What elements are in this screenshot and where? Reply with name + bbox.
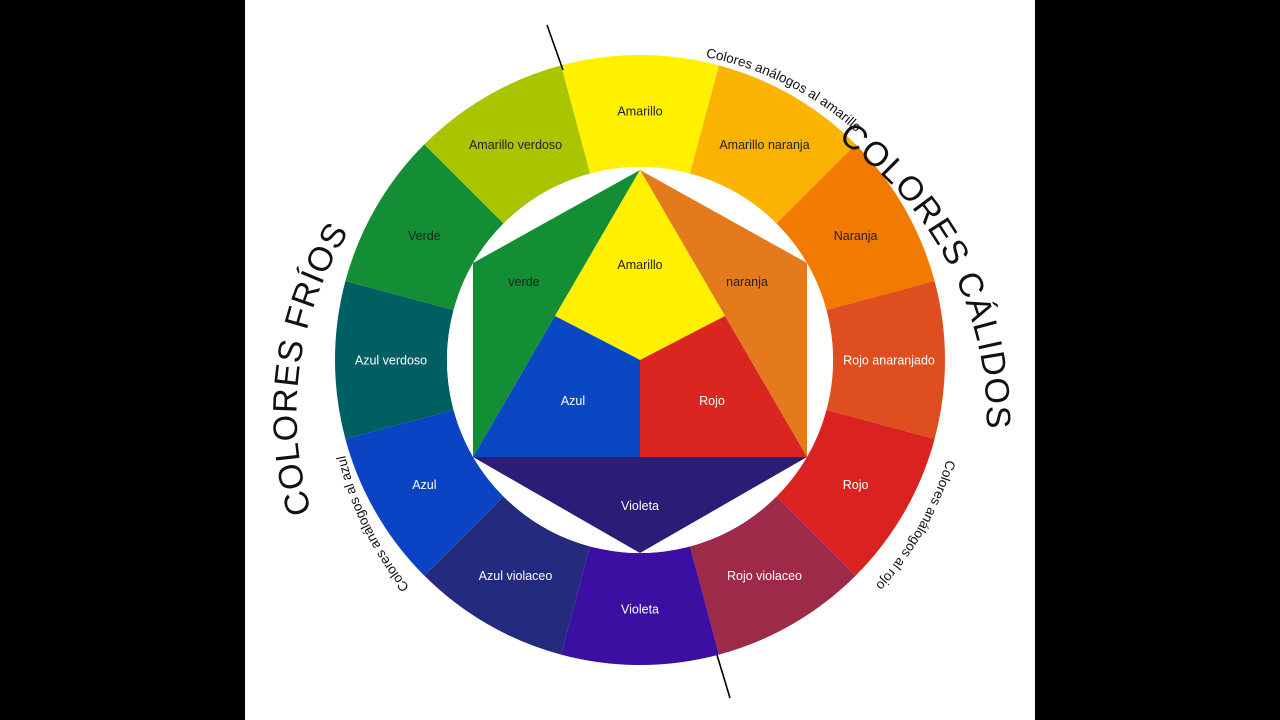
- outer-segment-amarillo-naranja: [689, 65, 856, 224]
- inner-azul-region: [473, 316, 640, 457]
- inner-rojo-region: [640, 316, 807, 457]
- inner-rojo-label: Rojo: [699, 394, 725, 408]
- outer-segment-amarillo-verdoso: [424, 65, 591, 224]
- outer-label-rojo-anaranjado: Rojo anaranjado: [843, 354, 935, 368]
- outer-segment-rojo-violaceo: [689, 496, 856, 655]
- inner-triangle-hexagon: [473, 170, 807, 553]
- outer-label-azul-verdoso: Azul verdoso: [355, 354, 427, 368]
- outer-segment-naranja: [776, 144, 935, 311]
- outer-segment-violeta: [561, 546, 719, 665]
- divider-line-bottom: [716, 654, 731, 699]
- outer-label-rojo-violaceo: Rojo violaceo: [727, 569, 802, 583]
- outer-segment-rojo: [776, 409, 935, 576]
- inner-verde-label: verde: [508, 275, 539, 289]
- outer-label-azul-violaceo: Azul violaceo: [479, 569, 553, 583]
- outer-segment-verde: [345, 144, 504, 311]
- inner-naranja-region: [640, 170, 807, 457]
- inner-verde-region: [473, 170, 640, 457]
- inner-violeta-region: [473, 457, 807, 553]
- outer-label-azul: Azul: [412, 478, 436, 492]
- outer-label-amarillo-naranja: Amarillo naranja: [719, 138, 809, 152]
- outer-segment-amarillo: [561, 55, 719, 174]
- outer-segment-azul-violaceo: [424, 496, 591, 655]
- inner-amarillo-region: [555, 170, 725, 360]
- divider-line-top: [546, 24, 564, 71]
- outer-label-violeta: Violeta: [621, 603, 659, 617]
- inner-violeta-label: Violeta: [621, 499, 659, 513]
- outer-segment-azul-verdoso: [335, 281, 454, 439]
- outer-label-amarillo: Amarillo: [617, 105, 662, 119]
- outer-label-naranja: Naranja: [834, 229, 878, 243]
- inner-amarillo-label: Amarillo: [617, 258, 662, 272]
- inner-naranja-label: naranja: [726, 275, 768, 289]
- outer-label-verde: Verde: [408, 229, 441, 243]
- inner-azul-label: Azul: [561, 394, 585, 408]
- outer-label-amarillo-verdoso: Amarillo verdoso: [469, 138, 562, 152]
- outer-segment-azul: [345, 409, 504, 576]
- outer-label-rojo: Rojo: [843, 478, 869, 492]
- outer-segment-rojo-anaranjado: [826, 281, 945, 439]
